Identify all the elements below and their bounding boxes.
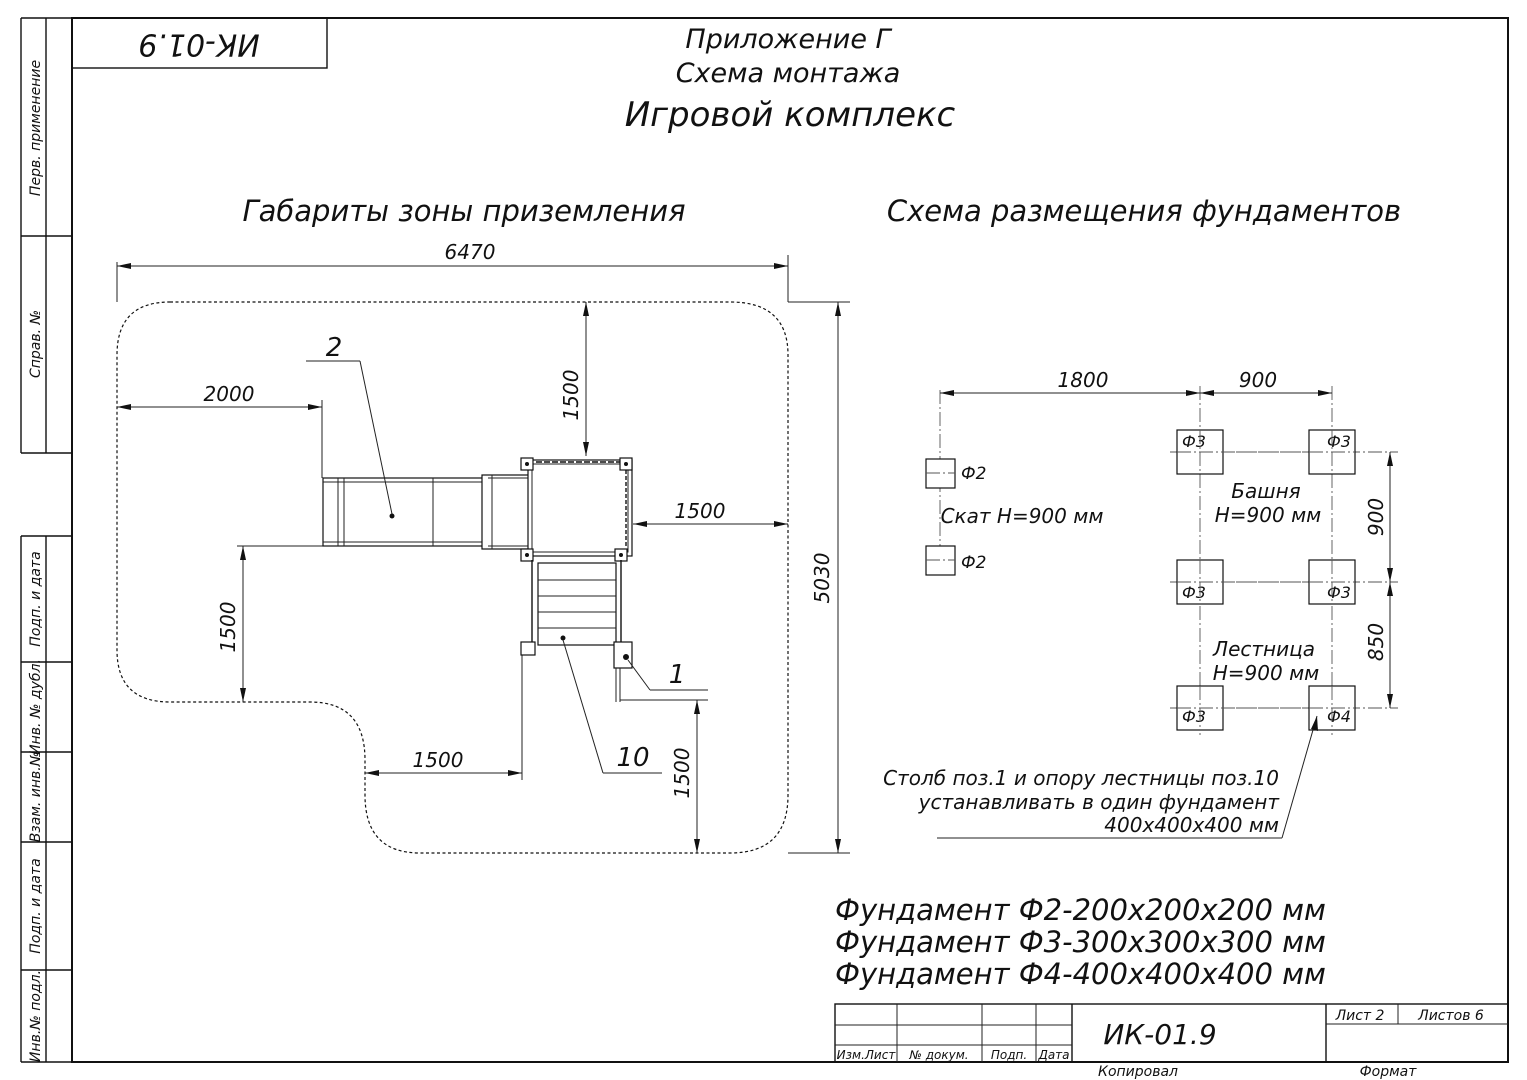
title-block-sheets: Листов 6 (1417, 1008, 1484, 1024)
callout-2-label: 2 (326, 333, 343, 363)
scheme-title: Схема монтажа (676, 58, 901, 89)
dim-right-1500-label: 1500 (675, 499, 726, 523)
side-label-inv-no-podl: Инв.№ подл. (28, 970, 44, 1062)
side-label-sprav-no: Справ. № (28, 310, 44, 378)
foundation-f3-mid-left-label: Ф3 (1182, 583, 1206, 602)
dim-bottom-1500-v (620, 699, 708, 853)
note-line-3: 400x400x400 мм (1104, 813, 1279, 837)
sheet-frame (20, 17, 1509, 1063)
foundation-legend-f2: Фундамент Ф2-200x200x200 мм (835, 893, 1326, 927)
tower-height-label: H=900 мм (1215, 503, 1322, 527)
title-block-designation: ИК-01.9 (1103, 1018, 1216, 1051)
dim-850 (1387, 582, 1393, 708)
title-block-sheet: Лист 2 (1335, 1008, 1385, 1024)
dim-bottom-1500-v-label: 1500 (670, 748, 694, 799)
note-leader (937, 715, 1318, 839)
dim-right-1500 (633, 521, 788, 527)
title-block (834, 1003, 1509, 1063)
callout-1-leader (627, 659, 708, 691)
foundation-f2-bottom (925, 545, 956, 576)
dim-900-v (1387, 452, 1393, 582)
side-label-vzam-inv-no: Взам. инв.№ (28, 752, 44, 843)
note-line-1: Столб поз.1 и опору лестницы поз.10 (883, 766, 1279, 790)
foundation-legend-f3: Фундамент Ф3-300x300x300 мм (835, 925, 1326, 959)
dim-top-1500 (583, 302, 589, 456)
foundation-f4-bottom-right-label: Ф4 (1327, 707, 1351, 726)
slide (322, 477, 489, 547)
dim-height-5030-label: 5030 (810, 553, 834, 604)
landing-zone-title: Габариты зоны приземления (242, 194, 685, 228)
post-1 (613, 641, 633, 702)
slide-height-label: Скат H=900 мм (941, 504, 1104, 528)
side-label-podp-i-data-2: Подп. и дата (28, 858, 44, 953)
product-title: Игровой комплекс (625, 95, 956, 135)
ladder-label: Лестница (1212, 637, 1315, 661)
callout-10-leader (562, 639, 662, 774)
tower-platform (520, 457, 633, 562)
dim-bottom-1500-h-label: 1500 (413, 748, 464, 772)
dim-width-6470 (116, 255, 789, 302)
side-label-perv-primenenie: Перв. применение (28, 60, 44, 196)
dim-top-1500-label: 1500 (559, 370, 583, 421)
dim-left-2000-label: 2000 (204, 382, 255, 406)
foundation-f2-bottom-label: Ф2 (961, 553, 986, 573)
foundation-f3-bottom-left-label: Ф3 (1182, 707, 1206, 726)
title-block-col-podp: Подп. (991, 1048, 1027, 1062)
foundation-f2-top (925, 458, 956, 489)
callout-1-label: 1 (669, 660, 686, 690)
note-line-2: устанавливать в один фундамент (918, 790, 1281, 814)
foundation-f3-top-right-label: Ф3 (1327, 432, 1351, 451)
appendix-title: Приложение Г (685, 24, 892, 55)
side-label-podp-i-data-1: Подп. и дата (28, 551, 44, 646)
dim-900-v-label: 900 (1364, 498, 1388, 536)
title-block-col-data: Дата (1037, 1048, 1069, 1062)
dim-1800 (940, 390, 1200, 396)
foundation-legend-f4: Фундамент Ф4-400x400x400 мм (835, 957, 1326, 991)
title-block-col-izm-list: Изм.Лист (837, 1048, 897, 1062)
foundation-f2-top-label: Ф2 (961, 464, 986, 484)
callout-10-label: 10 (616, 743, 649, 773)
dim-left-1500 (237, 545, 323, 702)
ladder (520, 560, 622, 656)
title-block-col-doc-no: № докум. (908, 1048, 968, 1062)
title-block-format: Формат (1360, 1064, 1418, 1080)
dim-900-h (1200, 390, 1332, 396)
foundation-crosshairs (1177, 430, 1355, 730)
dim-1800-label: 1800 (1058, 368, 1109, 392)
foundation-f3-top-left-label: Ф3 (1182, 432, 1206, 451)
dim-900-h-label: 900 (1239, 368, 1277, 392)
landing-zone-outline (116, 301, 789, 854)
title-block-copied: Копировал (1098, 1064, 1178, 1080)
dim-left-1500-label: 1500 (216, 602, 240, 653)
dim-height-5030 (788, 301, 850, 854)
tower-label: Башня (1231, 479, 1300, 503)
foundation-layout-title: Схема размещения фундаментов (887, 194, 1401, 228)
dim-850-label: 850 (1364, 623, 1388, 661)
callout-2-leader (306, 360, 393, 515)
side-label-inv-no-dubl: Инв. № дубл. (28, 659, 44, 755)
ladder-height-label: H=900 мм (1213, 661, 1320, 685)
dim-bottom-1500-h (365, 655, 523, 780)
slide-ramp (481, 474, 531, 550)
document-code-rotated: ИК-01.9 (138, 27, 259, 62)
dim-width-6470-label: 6470 (445, 240, 496, 264)
foundation-f3-mid-right-label: Ф3 (1327, 583, 1351, 602)
dim-left-2000 (117, 400, 323, 478)
